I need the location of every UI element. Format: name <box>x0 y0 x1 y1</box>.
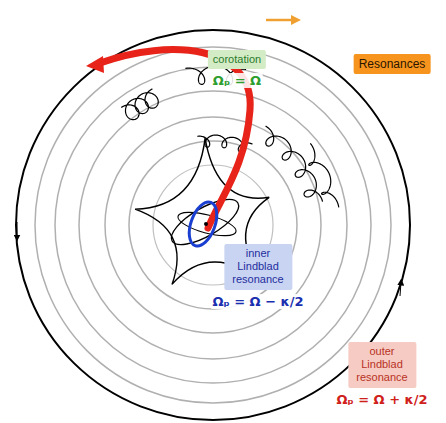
epicycle-orbit <box>266 126 323 202</box>
epicycle-orbit <box>121 89 158 120</box>
box-label: Resonances <box>354 54 431 74</box>
resonance-box: corotation Ωₚ = Ω <box>208 50 266 88</box>
title-box: Resonances <box>354 54 431 74</box>
rotation-arrow <box>266 19 296 22</box>
inner-orbit <box>176 208 239 241</box>
resonance-formula: Ωₚ = Ω − κ/2 <box>210 294 305 309</box>
resonance-box: inner Lindblad resonance Ωₚ = Ω − κ/2 <box>210 244 305 309</box>
resonance-formula: Ωₚ = Ω + κ/2 <box>334 392 429 407</box>
orbit-rings <box>35 47 391 403</box>
resonance-box: outer Lindblad resonance Ωₚ = Ω + κ/2 <box>334 342 429 407</box>
orbit-arrow <box>17 222 18 238</box>
resonant-orbit <box>184 198 222 249</box>
spiral-arm-head <box>86 56 104 73</box>
box-label: corotation <box>208 50 266 69</box>
box-label: outer Lindblad resonance <box>348 342 416 388</box>
epicycle-orbit <box>309 143 339 207</box>
orbit-ring <box>35 47 391 403</box>
resonance-formula: Ωₚ = Ω <box>211 73 263 88</box>
box-label: inner Lindblad resonance <box>224 244 292 290</box>
galaxy-centre <box>204 222 208 226</box>
orbit-arrow <box>400 282 401 296</box>
